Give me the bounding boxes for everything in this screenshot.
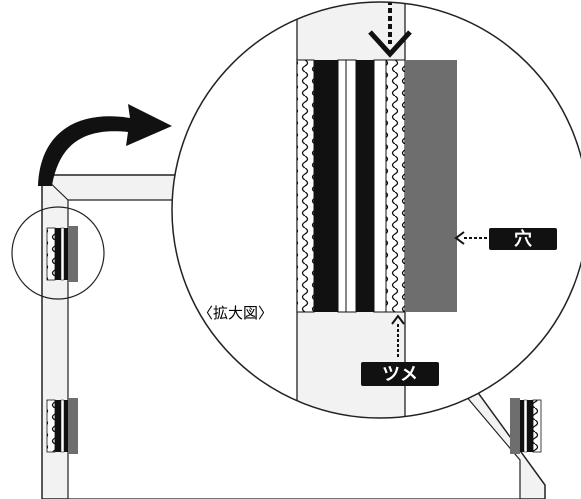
tab-tag: ツメ <box>361 362 439 386</box>
hole-label: 穴 <box>514 228 532 250</box>
clip-left-lower <box>46 398 78 454</box>
hole-gray-area <box>405 60 457 312</box>
clip-right-lower <box>510 398 542 454</box>
enlarged-view <box>171 1 581 419</box>
insert-arrow-icon <box>368 2 412 58</box>
enlarged-view-label: 〈拡大図〉 <box>198 304 273 322</box>
clip-left-small <box>46 226 78 282</box>
tab-label: ツメ <box>382 364 418 385</box>
enlarged-clip <box>296 59 406 313</box>
magnify-circle-small <box>11 206 105 300</box>
curved-arrow-icon <box>38 104 172 186</box>
hole-tag: 穴 <box>489 228 557 250</box>
hole-pointer-arrow-icon <box>454 231 490 245</box>
tab-pointer-arrow-icon <box>391 314 405 358</box>
